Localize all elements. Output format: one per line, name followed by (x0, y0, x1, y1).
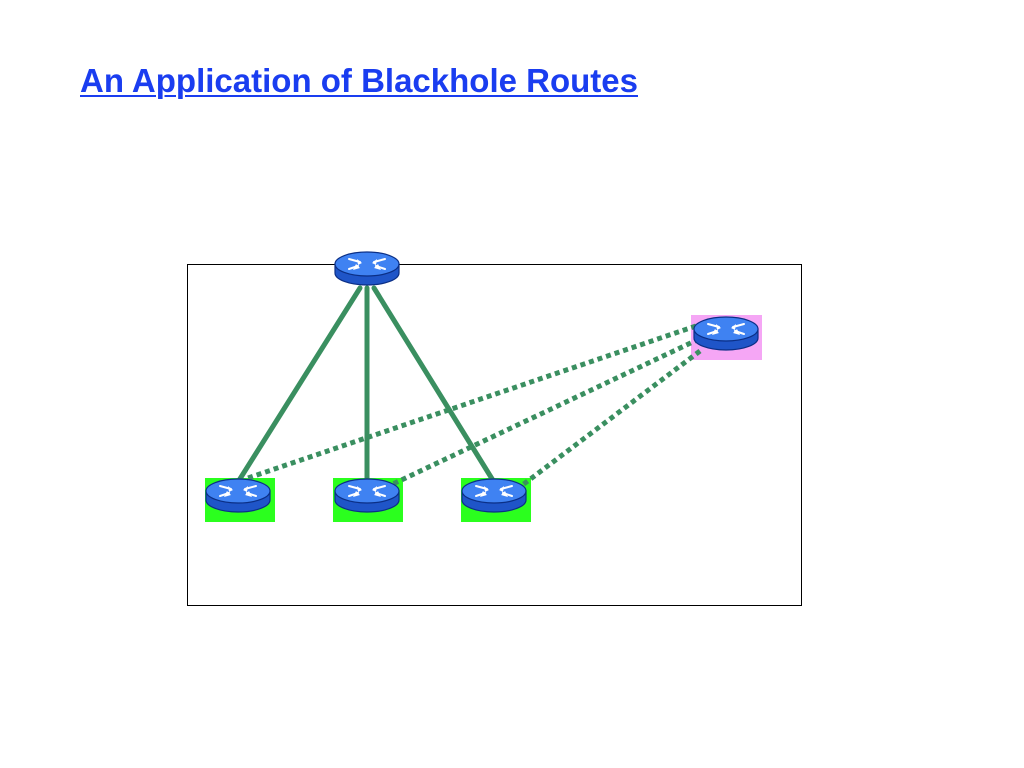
dotted-link-right-bottom-right (498, 349, 702, 504)
router-icon-bottom-middle (334, 478, 400, 513)
slide-title: An Application of Blackhole Routes (80, 62, 638, 99)
router-icon-top (334, 251, 400, 286)
dotted-link-right-bottom-left (247, 323, 697, 481)
solid-link-top-bottom-right (371, 285, 497, 485)
router-icon-bottom-right (461, 478, 527, 513)
router-icon-bottom-left (205, 478, 271, 513)
dotted-link-right-bottom-middle (374, 336, 701, 495)
router-icon-right (693, 316, 759, 351)
diagram-frame (187, 264, 802, 606)
solid-link-top-bottom-left (235, 285, 363, 485)
